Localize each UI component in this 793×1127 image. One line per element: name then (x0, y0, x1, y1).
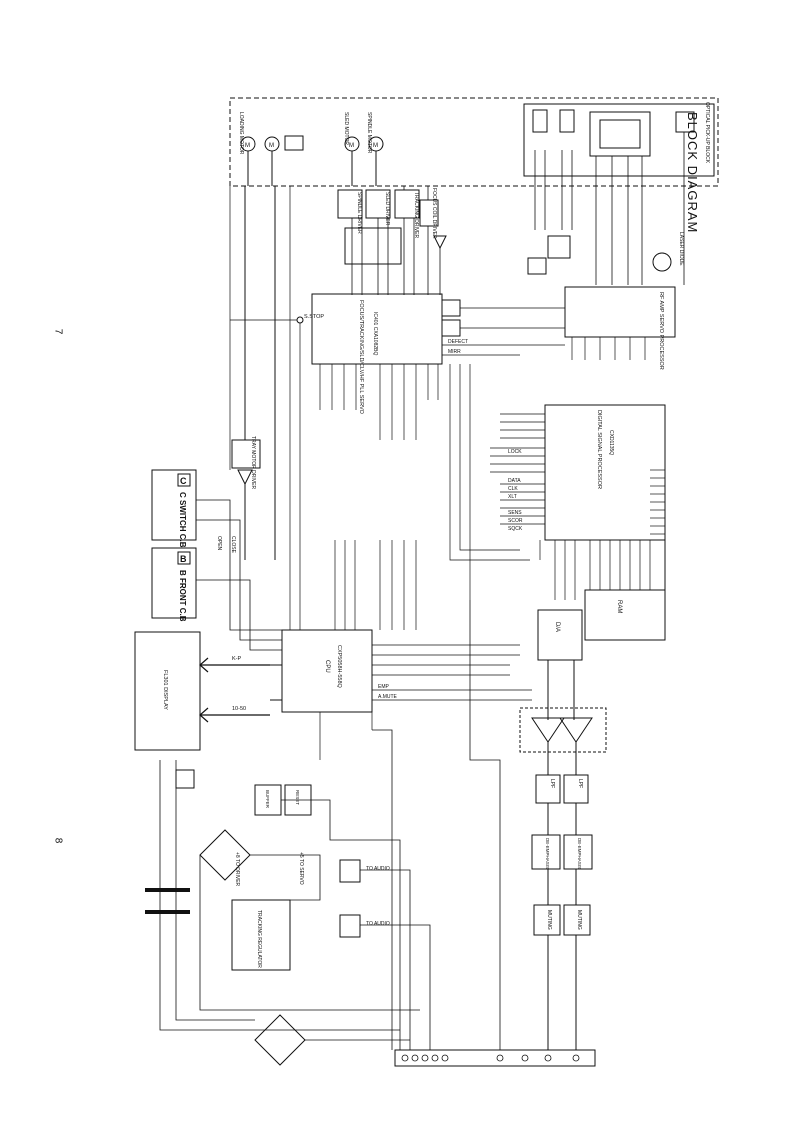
dac-block: D/A (537, 609, 583, 720)
servo-block: FOCUS/TRACKING/SLD/CLV/HF PLL SERVO IC40… (230, 293, 565, 440)
reset-label: RESET (295, 790, 300, 805)
pickup-block: OPTICAL PICK-UP BLOCK (229, 97, 719, 285)
deemph-l-label: DE-EMPHASIS (545, 838, 550, 869)
rf-amp-block: RF AMP SERVO PROCESSOR LASER DIODE (527, 232, 684, 370)
page-number-right: 8 (52, 837, 64, 844)
lpf-r-label: LPF (577, 779, 583, 788)
dac-label: D/A (554, 622, 560, 632)
focus-coil-driver-label: FOCUS COIL DRIVER (431, 188, 437, 239)
page-heading: BLOCK DIAGRAM (685, 112, 700, 234)
rf-amp-label: RF AMP SERVO PROCESSOR (658, 292, 664, 370)
switch-cb: C C SWITCH C.B (151, 469, 197, 548)
clk-label: CLK (508, 486, 518, 492)
to-servo-label: +5 TO SERVO (298, 852, 304, 885)
regulator-label: TRACKING REGULATOR (256, 910, 262, 968)
dig-label: 10-50 (232, 706, 246, 712)
display-block: FL301 DISPLAY K-P 10-50 (134, 631, 282, 751)
front-cb: B B FRONT C.B (151, 547, 197, 622)
open-label: OPEN (216, 536, 222, 551)
cpu-label: CPU (324, 660, 330, 673)
dsp-block: DIGITAL SIGNAL PROCESSOR CXD1135Q LOCK D… (490, 404, 666, 600)
ram-label: RAM (616, 600, 622, 613)
switch-cb-label: C SWITCH C.B (178, 492, 187, 548)
sled-motor-label: SLED MOTOR (343, 112, 349, 145)
sstop-label: S.STOP (304, 314, 324, 320)
output-connector (394, 1049, 596, 1067)
close-label: CLOSE (230, 536, 236, 554)
sqck-label: SQCK (508, 526, 523, 532)
sled-driver-label: SLED DRIVER (384, 192, 390, 226)
kp-label: K-P (232, 656, 242, 662)
xlt-label: XLT (508, 494, 517, 500)
svg-text:M: M (349, 143, 354, 149)
dsp-ic-label: CXD1135Q (608, 430, 614, 455)
mirr-label: MIRR (448, 349, 461, 355)
front-cb-label: B FRONT C.B (178, 570, 187, 622)
lpf-l-label: LPF (549, 779, 555, 788)
muting-l-label: MUTING (546, 910, 552, 930)
deemph-r-label: DE-EMPHASIS (577, 838, 582, 869)
scor-label: SCOR (508, 518, 523, 524)
svg-text:M: M (245, 143, 250, 149)
spindle-motor-label: SPINDLE MOTOR (366, 112, 372, 154)
tray-driver: TRAY MOTOR DRIVER OPEN CLOSE (216, 186, 276, 560)
svg-text:C: C (180, 476, 187, 486)
audio-path: LPF LPF DE-EMPHASIS DE-EMPHASIS MUTING M… (519, 707, 607, 1050)
laser-diode-label: LASER DIODE (678, 232, 684, 266)
spindle-driver-label: SPINDLE DRIVER (356, 192, 362, 234)
cpu-ic-label: CXP5058H-558Q (336, 645, 342, 689)
lock-label: LOCK (508, 449, 522, 455)
display-label: FL301 DISPLAY (162, 670, 168, 710)
emp-label: EMP (378, 684, 390, 690)
defect-label: DEFECT (448, 339, 468, 345)
svg-text:M: M (373, 143, 378, 149)
bus-lines (229, 186, 541, 630)
driver-column: SPINDLE DRIVER SLED DRIVER TRACKING DRIV… (337, 186, 447, 295)
to-audio-a-label: TO AUDIO (366, 866, 390, 872)
pickup-label: OPTICAL PICK-UP BLOCK (704, 102, 710, 164)
buffer-label: BUFFER (265, 790, 270, 809)
to-audio-b-label: TO AUDIO (366, 921, 390, 927)
servo-ic-label: IC401 CXA1082BQ (372, 312, 378, 355)
data-label: DATA (508, 478, 521, 484)
amute-label: A.MUTE (378, 694, 398, 700)
motor-row: M M M M LOADING MOTOR SLED MOTOR SPINDLE… (238, 112, 384, 186)
cpu-block: CPU CXP5058H-558Q EMP A.MUTE (281, 540, 532, 760)
dsp-label: DIGITAL SIGNAL PROCESSOR (596, 410, 602, 489)
servo-label: FOCUS/TRACKING/SLD/CLV/HF PLL SERVO (358, 300, 364, 415)
sens-label: SENS (508, 510, 522, 516)
ram-block: RAM (584, 470, 666, 641)
cb-wiring (196, 499, 282, 651)
page-number-left: 7 (52, 328, 64, 335)
muting-r-label: MUTING (576, 910, 582, 930)
loading-motor-label: LOADING MOTOR (238, 112, 244, 155)
svg-text:M: M (269, 143, 274, 149)
tray-driver-label: TRAY MOTOR DRIVER (250, 436, 256, 489)
to-driver-label: +8 TO DRIVER (234, 852, 240, 887)
tracking-driver-label: TRACKING DRIVER (413, 192, 419, 239)
power-supply: TRACKING REGULATOR BUFFER RESET TO AUDIO… (145, 600, 501, 1066)
svg-text:B: B (180, 554, 187, 564)
